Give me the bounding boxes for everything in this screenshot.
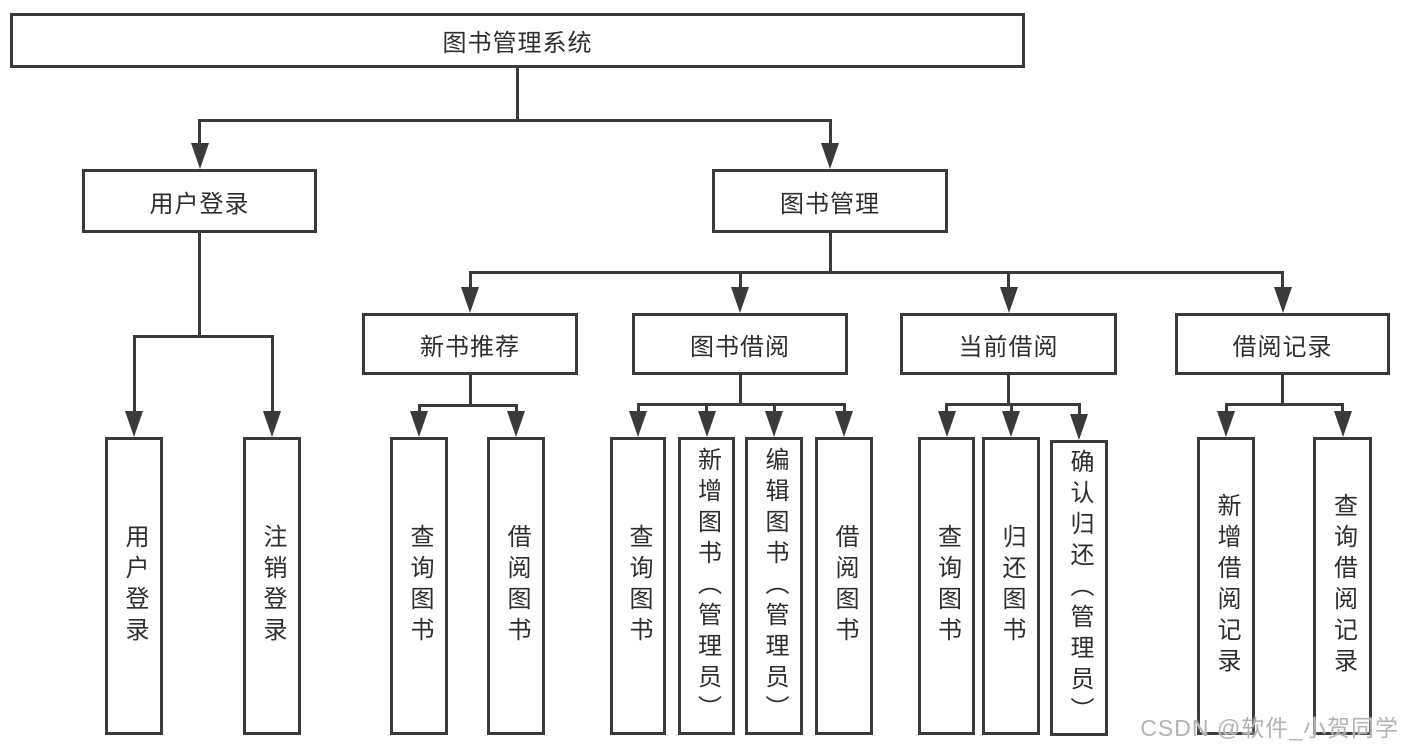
node-rec-1: 查询图书	[390, 437, 448, 735]
node-label: 编辑图书（管理员）	[761, 446, 788, 726]
node-label: 注销登录	[259, 524, 286, 648]
connector-line	[1224, 402, 1344, 406]
node-borrow-3: 编辑图书（管理员）	[745, 437, 803, 735]
node-label: 查询图书	[406, 524, 433, 648]
node-label: 用户登录	[149, 190, 250, 218]
node-records-1: 新增借阅记录	[1197, 437, 1255, 735]
node-current-1: 查询图书	[918, 437, 975, 735]
node-borrow-4: 借阅图书	[815, 437, 873, 735]
arrowhead-icon	[410, 411, 428, 437]
node-label: 借阅记录	[1232, 333, 1333, 361]
node-label: 借阅图书	[503, 524, 530, 648]
connector-line	[636, 402, 846, 406]
node-borrow-1: 查询图书	[610, 437, 666, 735]
connector-line	[1009, 404, 1013, 413]
arrowhead-icon	[1217, 411, 1235, 437]
arrowhead-icon	[263, 411, 281, 437]
connector-line	[1341, 404, 1344, 413]
arrowhead-icon	[629, 411, 647, 437]
connector-line	[516, 68, 519, 122]
node-label: 图书管理	[780, 190, 880, 218]
node-login-2: 注销登录	[243, 437, 301, 735]
arrowhead-icon	[190, 143, 209, 169]
node-label: 归还图书	[998, 524, 1025, 648]
node-label: 图书管理系统	[442, 30, 593, 57]
node-label: 图书借阅	[690, 333, 790, 361]
connector-line	[738, 375, 742, 406]
node-rec-2: 借阅图书	[487, 437, 545, 735]
node-label: 查询图书	[933, 524, 961, 648]
connector-line	[705, 404, 708, 413]
node-label: 查询图书	[625, 524, 652, 648]
connector-line	[772, 404, 776, 413]
connector-line	[1007, 272, 1010, 289]
node-borrow: 图书借阅	[632, 313, 848, 375]
node-label: 新书推荐	[420, 333, 520, 361]
node-current: 当前借阅	[900, 313, 1117, 375]
connector-line	[417, 405, 421, 413]
connector-line	[1224, 404, 1228, 413]
arrowhead-icon	[461, 287, 479, 313]
node-current-3: 确认归还（管理员）	[1050, 440, 1108, 736]
arrowhead-icon	[1273, 287, 1292, 313]
node-current-2: 归还图书	[982, 437, 1040, 735]
arrowhead-icon	[731, 287, 749, 313]
connector-line	[198, 120, 201, 145]
arrowhead-icon	[125, 411, 143, 437]
connector-line	[738, 272, 742, 289]
connector-line	[1281, 272, 1284, 289]
connector-line	[468, 270, 1284, 274]
connector-line	[636, 404, 640, 413]
connector-line	[945, 402, 1081, 406]
connector-line	[514, 405, 518, 413]
node-borrow-2: 新增图书（管理员）	[678, 437, 735, 735]
arrowhead-icon	[765, 411, 783, 437]
connector-line	[1007, 375, 1010, 406]
connector-line	[828, 120, 832, 145]
node-label: 查询借阅记录	[1329, 493, 1357, 679]
node-label: 确认归还（管理员）	[1066, 448, 1093, 728]
connector-line	[1077, 404, 1081, 416]
connector-line	[468, 272, 472, 289]
arrowhead-icon	[1070, 414, 1088, 440]
connector-line	[468, 375, 472, 407]
connector-line	[132, 336, 136, 413]
node-rec: 新书推荐	[362, 313, 578, 375]
node-label: 新增图书（管理员）	[693, 446, 721, 726]
arrowhead-icon	[937, 411, 956, 437]
connector-line	[132, 334, 274, 338]
csdn-watermark: CSDN @软件_小贺同学	[1140, 715, 1399, 741]
node-login: 用户登录	[82, 169, 317, 233]
node-login-1: 用户登录	[105, 437, 163, 735]
node-label: 当前借阅	[958, 333, 1059, 361]
node-label: 借阅图书	[831, 524, 858, 648]
node-label: 用户登录	[121, 524, 148, 648]
arrowhead-icon	[1333, 411, 1352, 437]
node-mgmt: 图书管理	[712, 169, 948, 233]
arrowhead-icon	[507, 411, 525, 437]
arrowhead-icon	[821, 143, 839, 169]
arrowhead-icon	[999, 287, 1018, 313]
arrowhead-icon	[835, 411, 853, 437]
connector-line	[198, 118, 832, 122]
connector-line	[945, 404, 948, 413]
node-label: 新增借阅记录	[1213, 493, 1240, 679]
arrowhead-icon	[697, 411, 716, 437]
connector-line	[842, 404, 846, 413]
connector-line	[828, 233, 832, 274]
node-records-2: 查询借阅记录	[1313, 437, 1372, 735]
connector-line	[1281, 375, 1284, 406]
connector-line	[198, 233, 201, 338]
connector-line	[417, 403, 518, 407]
arrowhead-icon	[1002, 411, 1020, 437]
connector-line	[270, 336, 274, 413]
node-records: 借阅记录	[1175, 313, 1390, 375]
node-root: 图书管理系统	[10, 13, 1025, 68]
